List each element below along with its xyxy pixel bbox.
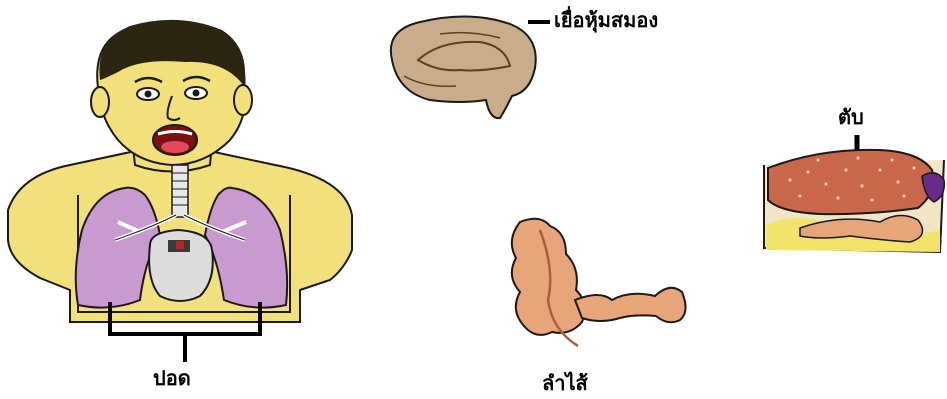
- brain: [391, 16, 536, 118]
- person-figure: [8, 20, 352, 362]
- intestine-label: ลำไส้: [542, 373, 588, 393]
- small-intestine: [575, 288, 686, 322]
- brain-figure: [391, 16, 550, 118]
- left-ear: [91, 87, 109, 117]
- large-intestine: [512, 219, 585, 335]
- liver-label: ตับ: [838, 107, 864, 127]
- liver-figure: [764, 135, 944, 252]
- liver: [768, 150, 933, 214]
- lungs-label: ปอด: [153, 368, 191, 388]
- right-ear: [234, 85, 252, 115]
- intestine-figure: [512, 219, 686, 346]
- meninges-label: เยื่อหุ้มสมอง: [554, 10, 658, 30]
